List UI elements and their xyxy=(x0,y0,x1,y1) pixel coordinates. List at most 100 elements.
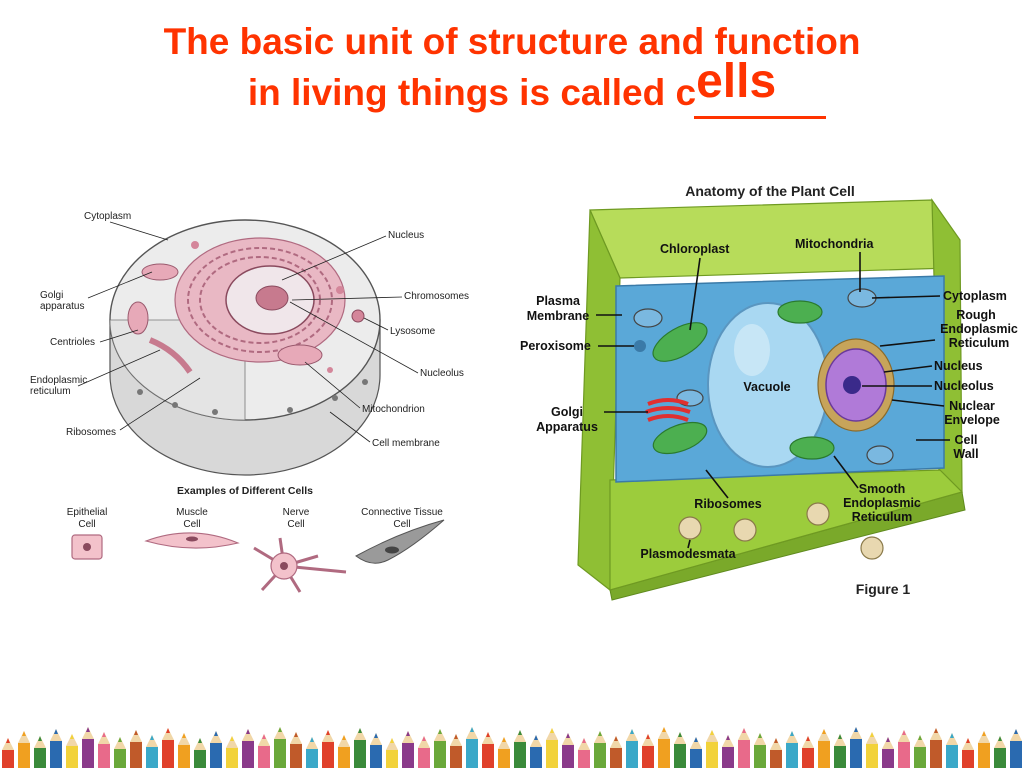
label-rough-1: Rough xyxy=(956,308,996,322)
label-golgi-1: Golgi xyxy=(40,290,63,301)
pencil-wood-tip xyxy=(34,736,46,748)
pore-4 xyxy=(287,407,293,413)
pencil-wood-tip xyxy=(50,729,62,741)
pencil-body xyxy=(370,745,382,768)
pencil-lead xyxy=(22,731,26,736)
pencil-body xyxy=(978,743,990,768)
cell-wall-top xyxy=(589,199,951,279)
pencil-wood-tip xyxy=(498,737,510,749)
label-nucleolus-plant: Nucleolus xyxy=(934,379,994,393)
pencil-wood-tip xyxy=(738,728,750,740)
pencil-lead xyxy=(662,727,666,732)
label-ribosomes-plant: Ribosomes xyxy=(694,497,761,511)
pencil-wood-tip xyxy=(402,731,414,743)
pencil-wood-tip xyxy=(306,737,318,749)
leader-plasmodesmata xyxy=(687,539,691,549)
pencil-body xyxy=(770,750,782,768)
cell-wall-front xyxy=(609,469,964,591)
lysosome-shape xyxy=(351,309,365,323)
pencil-lead xyxy=(342,735,346,740)
pore-6 xyxy=(362,379,368,385)
pencil-wood-tip xyxy=(610,736,622,748)
pencil-lead xyxy=(150,735,154,740)
pencil-wood-tip xyxy=(418,736,430,748)
pencil-wood-tip xyxy=(818,729,830,741)
pencil-lead xyxy=(118,737,122,742)
pencil-lead xyxy=(646,734,650,739)
pencil-wood-tip xyxy=(546,728,558,740)
pencil-lead xyxy=(310,737,314,742)
leader-smooth-er xyxy=(833,455,859,489)
plasmodesma-1 xyxy=(678,516,702,540)
pencil-wood-tip xyxy=(834,734,846,746)
label-nerve-1: Nerve xyxy=(283,507,310,518)
vesicle-3 xyxy=(327,367,333,373)
pencil-body xyxy=(146,747,158,768)
er-folds-2 xyxy=(199,256,321,344)
pencil-wood-tip xyxy=(514,730,526,742)
pencil-lead xyxy=(822,729,826,734)
pencil-body xyxy=(994,748,1006,768)
pencil-body xyxy=(482,744,494,768)
plasmodesma-3 xyxy=(806,502,830,526)
pencil-body xyxy=(418,748,430,768)
pencil-wood-tip xyxy=(946,733,958,745)
label-mitochondria: Mitochondria xyxy=(795,237,875,251)
pencil-lead xyxy=(518,730,522,735)
figure-label: Figure 1 xyxy=(856,581,911,597)
mitochondrion-shape xyxy=(277,344,323,366)
label-plasmodesmata: Plasmodesmata xyxy=(640,547,736,561)
label-wall-2: Wall xyxy=(953,447,978,461)
pencil-body xyxy=(466,739,478,768)
pencil-body xyxy=(66,746,78,768)
leader-mitochondrion xyxy=(304,361,361,409)
pencil-wood-tip xyxy=(722,735,734,747)
label-muscle-1: Muscle xyxy=(176,507,208,518)
pencil-wood-tip xyxy=(642,734,654,746)
pencil-body xyxy=(898,742,910,768)
pencil-lead xyxy=(614,736,618,741)
pencil-body xyxy=(818,741,830,768)
pore-2 xyxy=(172,402,178,408)
pencil-body xyxy=(338,747,350,768)
label-mitochondrion: Mitochondrion xyxy=(362,404,425,415)
pencil-body xyxy=(690,749,702,768)
mitochondrion-side-shape xyxy=(127,301,149,335)
pencil-wood-tip xyxy=(530,735,542,747)
pencil-body xyxy=(930,740,942,768)
pencil-body xyxy=(882,749,894,768)
pencil-wood-tip xyxy=(930,728,942,740)
pencil-wood-tip xyxy=(258,734,270,746)
pencil-body xyxy=(354,740,366,768)
leader-centrioles xyxy=(99,329,139,343)
pencil-wood-tip xyxy=(194,738,206,750)
slide-title: The basic unit of structure and function… xyxy=(0,18,1024,119)
pore-5 xyxy=(332,395,338,401)
pencil-wood-tip xyxy=(18,731,30,743)
pencil-lead xyxy=(934,728,938,733)
pencil-lead xyxy=(630,729,634,734)
connective-cell-shape xyxy=(355,519,445,564)
pencil-body xyxy=(674,744,686,768)
pencil-lead xyxy=(166,728,170,733)
er-folds-1 xyxy=(187,247,333,353)
pencil-body xyxy=(114,749,126,768)
pencil-body xyxy=(802,748,814,768)
pencil-wood-tip xyxy=(66,734,78,746)
pencil-body xyxy=(850,739,862,768)
leader-golgi xyxy=(87,271,153,299)
pencil-body xyxy=(34,748,46,768)
mitochondria-1 xyxy=(633,308,663,328)
pencil-body xyxy=(738,740,750,768)
label-vacuole: Vacuole xyxy=(743,380,790,394)
pencil-wood-tip xyxy=(866,732,878,744)
pencil-body xyxy=(242,741,254,768)
pencil-body xyxy=(386,750,398,768)
label-cytoplasm-plant: Cytoplasm xyxy=(943,289,1007,303)
pencil-lead xyxy=(838,734,842,739)
label-connective-2: Cell xyxy=(393,519,410,530)
pencil-wood-tip xyxy=(594,731,606,743)
pencil-wood-tip xyxy=(754,733,766,745)
title-line-2: in living things is called cells xyxy=(0,58,1024,119)
pencil-lead xyxy=(406,731,410,736)
